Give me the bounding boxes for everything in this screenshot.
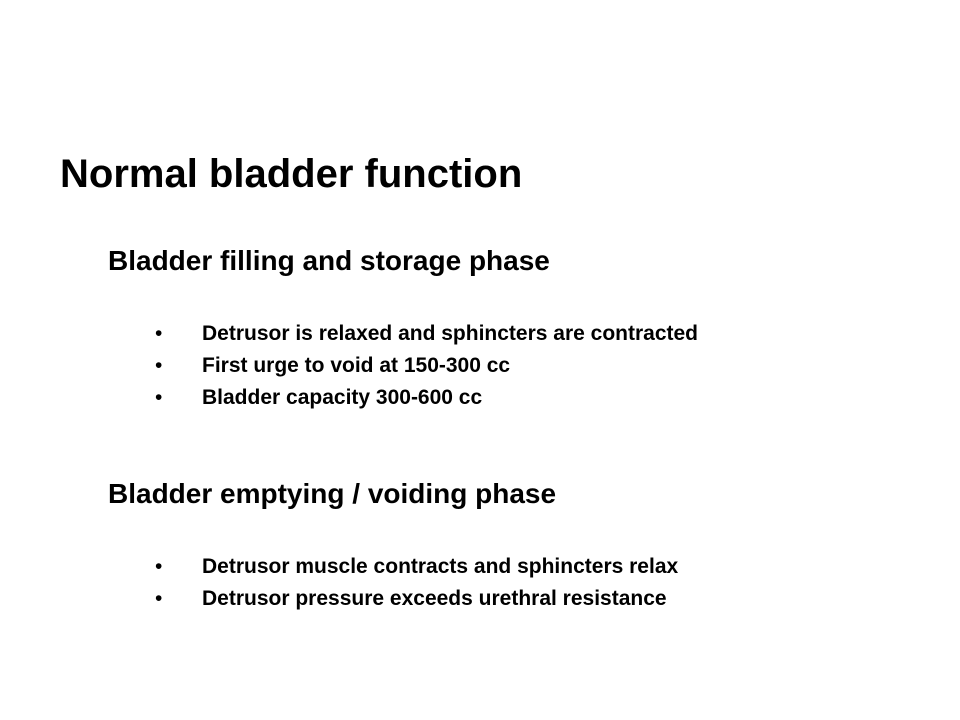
bullet-item: • Bladder capacity 300-600 cc <box>108 382 928 414</box>
bullet-text: Detrusor pressure exceeds urethral resis… <box>202 587 667 610</box>
bullet-text: Detrusor muscle contracts and sphincters… <box>202 555 679 578</box>
bullet-text: Detrusor is relaxed and sphincters are c… <box>202 322 699 345</box>
bullet-text: First urge to void at 150-300 cc <box>202 354 511 377</box>
bullet-item: • Detrusor is relaxed and sphincters are… <box>108 318 928 350</box>
bullet-icon: • <box>155 555 163 578</box>
section-heading: Bladder emptying / voiding phase <box>108 478 557 509</box>
bullet-icon: • <box>155 386 163 409</box>
bullet-icon: • <box>155 322 163 345</box>
bullet-text: Bladder capacity 300-600 cc <box>202 386 483 409</box>
bullet-item: • Detrusor pressure exceeds urethral res… <box>108 583 928 615</box>
bullet-list: • Detrusor muscle contracts and sphincte… <box>108 551 928 615</box>
section-emptying-voiding: Bladder emptying / voiding phase • Detru… <box>108 474 928 615</box>
section-heading: Bladder filling and storage phase <box>108 245 550 276</box>
bullet-icon: • <box>155 354 163 377</box>
bullet-item: • First urge to void at 150-300 cc <box>108 350 928 382</box>
section-filling-storage: Bladder filling and storage phase • Detr… <box>108 241 928 414</box>
bullet-list: • Detrusor is relaxed and sphincters are… <box>108 318 928 414</box>
slide-title: Normal bladder function <box>60 152 523 196</box>
bullet-icon: • <box>155 587 163 610</box>
bullet-item: • Detrusor muscle contracts and sphincte… <box>108 551 928 583</box>
